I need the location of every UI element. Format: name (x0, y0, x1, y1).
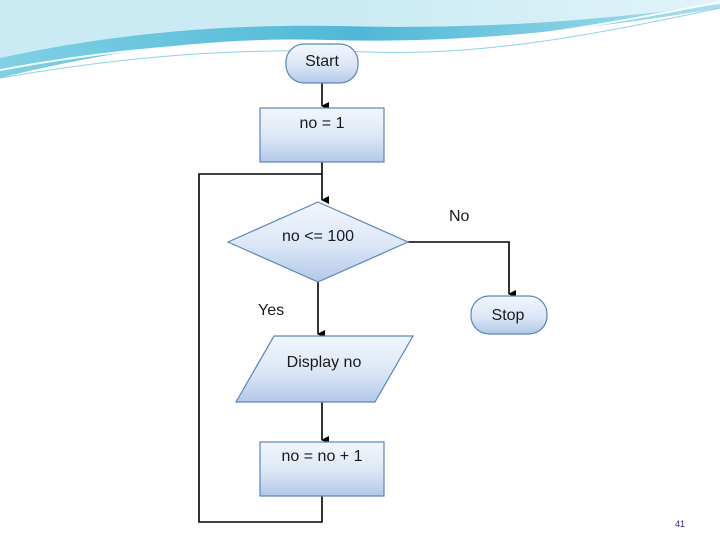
output-label: Display no (287, 354, 362, 371)
connectors (198, 83, 516, 523)
output-io-box (234, 335, 415, 403)
arrow-condition-no-to-stop (408, 241, 516, 298)
increment-process-box (259, 441, 385, 497)
init-label: no = 1 (300, 115, 345, 132)
stop-label: Stop (492, 307, 525, 324)
page-number: 41 (675, 519, 685, 529)
stop-terminator (470, 295, 548, 335)
condition-decision (226, 201, 410, 283)
loop-back-line (198, 173, 323, 523)
start-label: Start (305, 53, 339, 70)
no-label: No (449, 208, 470, 225)
increment-label: no = no + 1 (282, 448, 363, 465)
yes-label: Yes (258, 302, 284, 319)
condition-label: no <= 100 (282, 228, 354, 245)
header-wave-decoration (0, 0, 720, 79)
init-process-box (259, 107, 385, 163)
start-terminator (285, 43, 359, 84)
